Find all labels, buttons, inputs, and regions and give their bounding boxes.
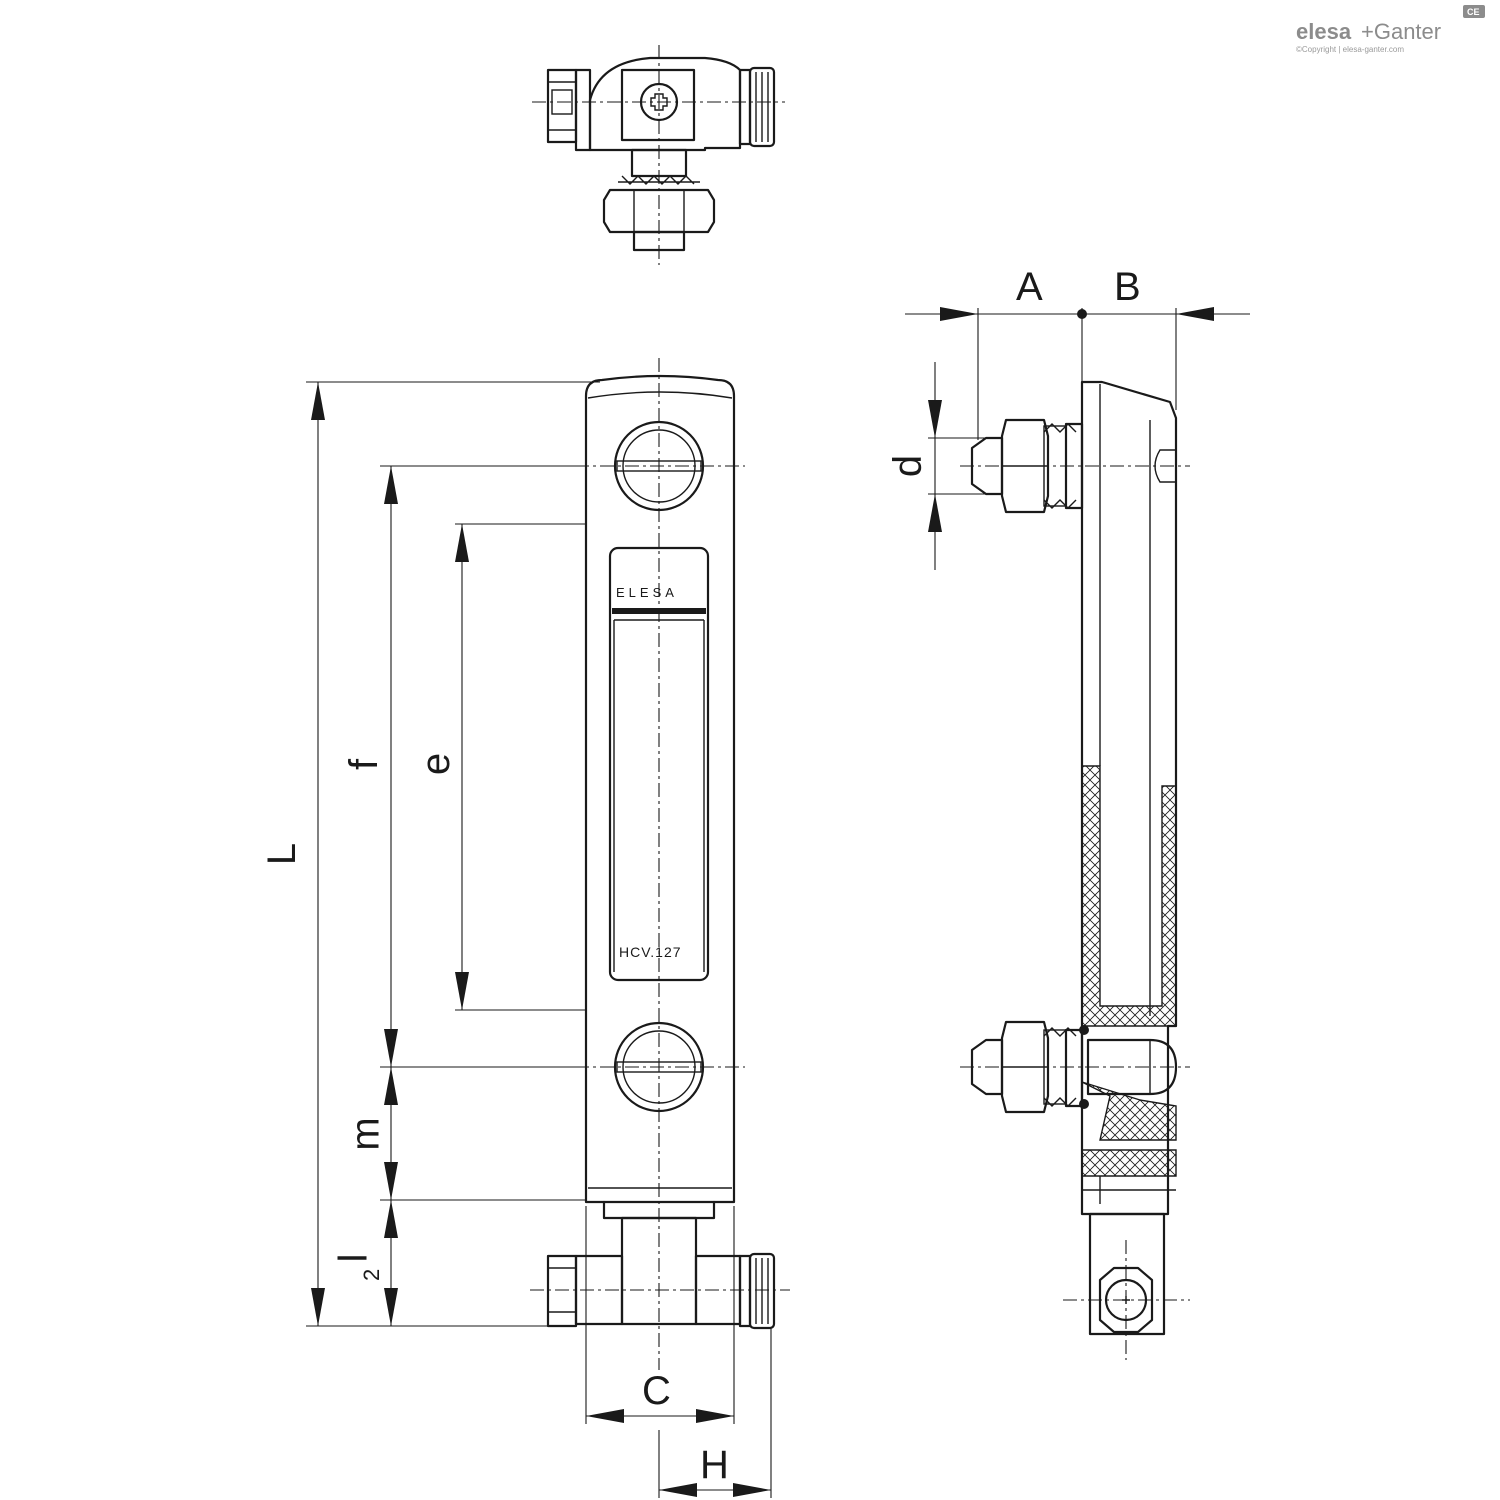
top-mount-screw: [613, 420, 705, 512]
dim-B-label: B: [1114, 265, 1141, 309]
sight-window: [608, 546, 710, 982]
bottom-left-cap: [546, 1254, 578, 1328]
dim-l2-subscript: 2: [359, 1269, 384, 1281]
top-view: [532, 45, 785, 265]
side-view: [960, 380, 1190, 1360]
dim-L-label: L: [260, 843, 304, 865]
dim-f-label: f: [342, 758, 386, 770]
top-body: [588, 56, 742, 152]
bottom-right-cap: [748, 1252, 776, 1330]
logo-ganter: +Ganter: [1361, 19, 1441, 44]
front-dimensions: L f e m l 2 C H: [260, 381, 772, 1498]
front-view: ELESA HCV.127: [530, 358, 790, 1370]
ce-badge-text: CE: [1467, 7, 1480, 17]
window-band: [612, 608, 706, 614]
dim-l2-label: l: [331, 1254, 375, 1263]
o-ring-top-icon: [1079, 1025, 1089, 1035]
window-brand-text: ELESA: [616, 585, 678, 600]
top-nut: [602, 188, 716, 234]
dim-m-label: m: [344, 1117, 388, 1150]
bottom-mount-screw: [613, 1021, 705, 1113]
logo-elesa: elesa: [1296, 19, 1352, 44]
side-drain-fitting: [1088, 1212, 1166, 1336]
top-right-cap: [748, 66, 776, 148]
dim-d-label: d: [886, 455, 930, 477]
side-dimensions: A B d: [886, 265, 1250, 570]
ce-badge-icon: [1463, 5, 1485, 18]
dim-A-label: A: [1016, 265, 1043, 309]
side-bottom-screw: [1086, 1038, 1178, 1096]
model-text: HCV.127: [619, 944, 682, 960]
dim-H-label: H: [700, 1443, 729, 1487]
phillips-screw-icon: [639, 82, 679, 122]
dim-e-label: e: [414, 753, 458, 775]
copyright-text: ©Copyright | elesa-ganter.com: [1296, 45, 1404, 54]
o-ring-bottom-icon: [1079, 1099, 1089, 1109]
side-section-hatch: [1081, 765, 1177, 1027]
dim-datum-dot: [1077, 309, 1087, 319]
brand-logo: elesa +Ganter CE ©Copyright | elesa-gant…: [1296, 5, 1485, 54]
gauge-body: [584, 374, 736, 1204]
drain-hex-icon: [1098, 1266, 1154, 1334]
dim-C-label: C: [642, 1369, 671, 1413]
